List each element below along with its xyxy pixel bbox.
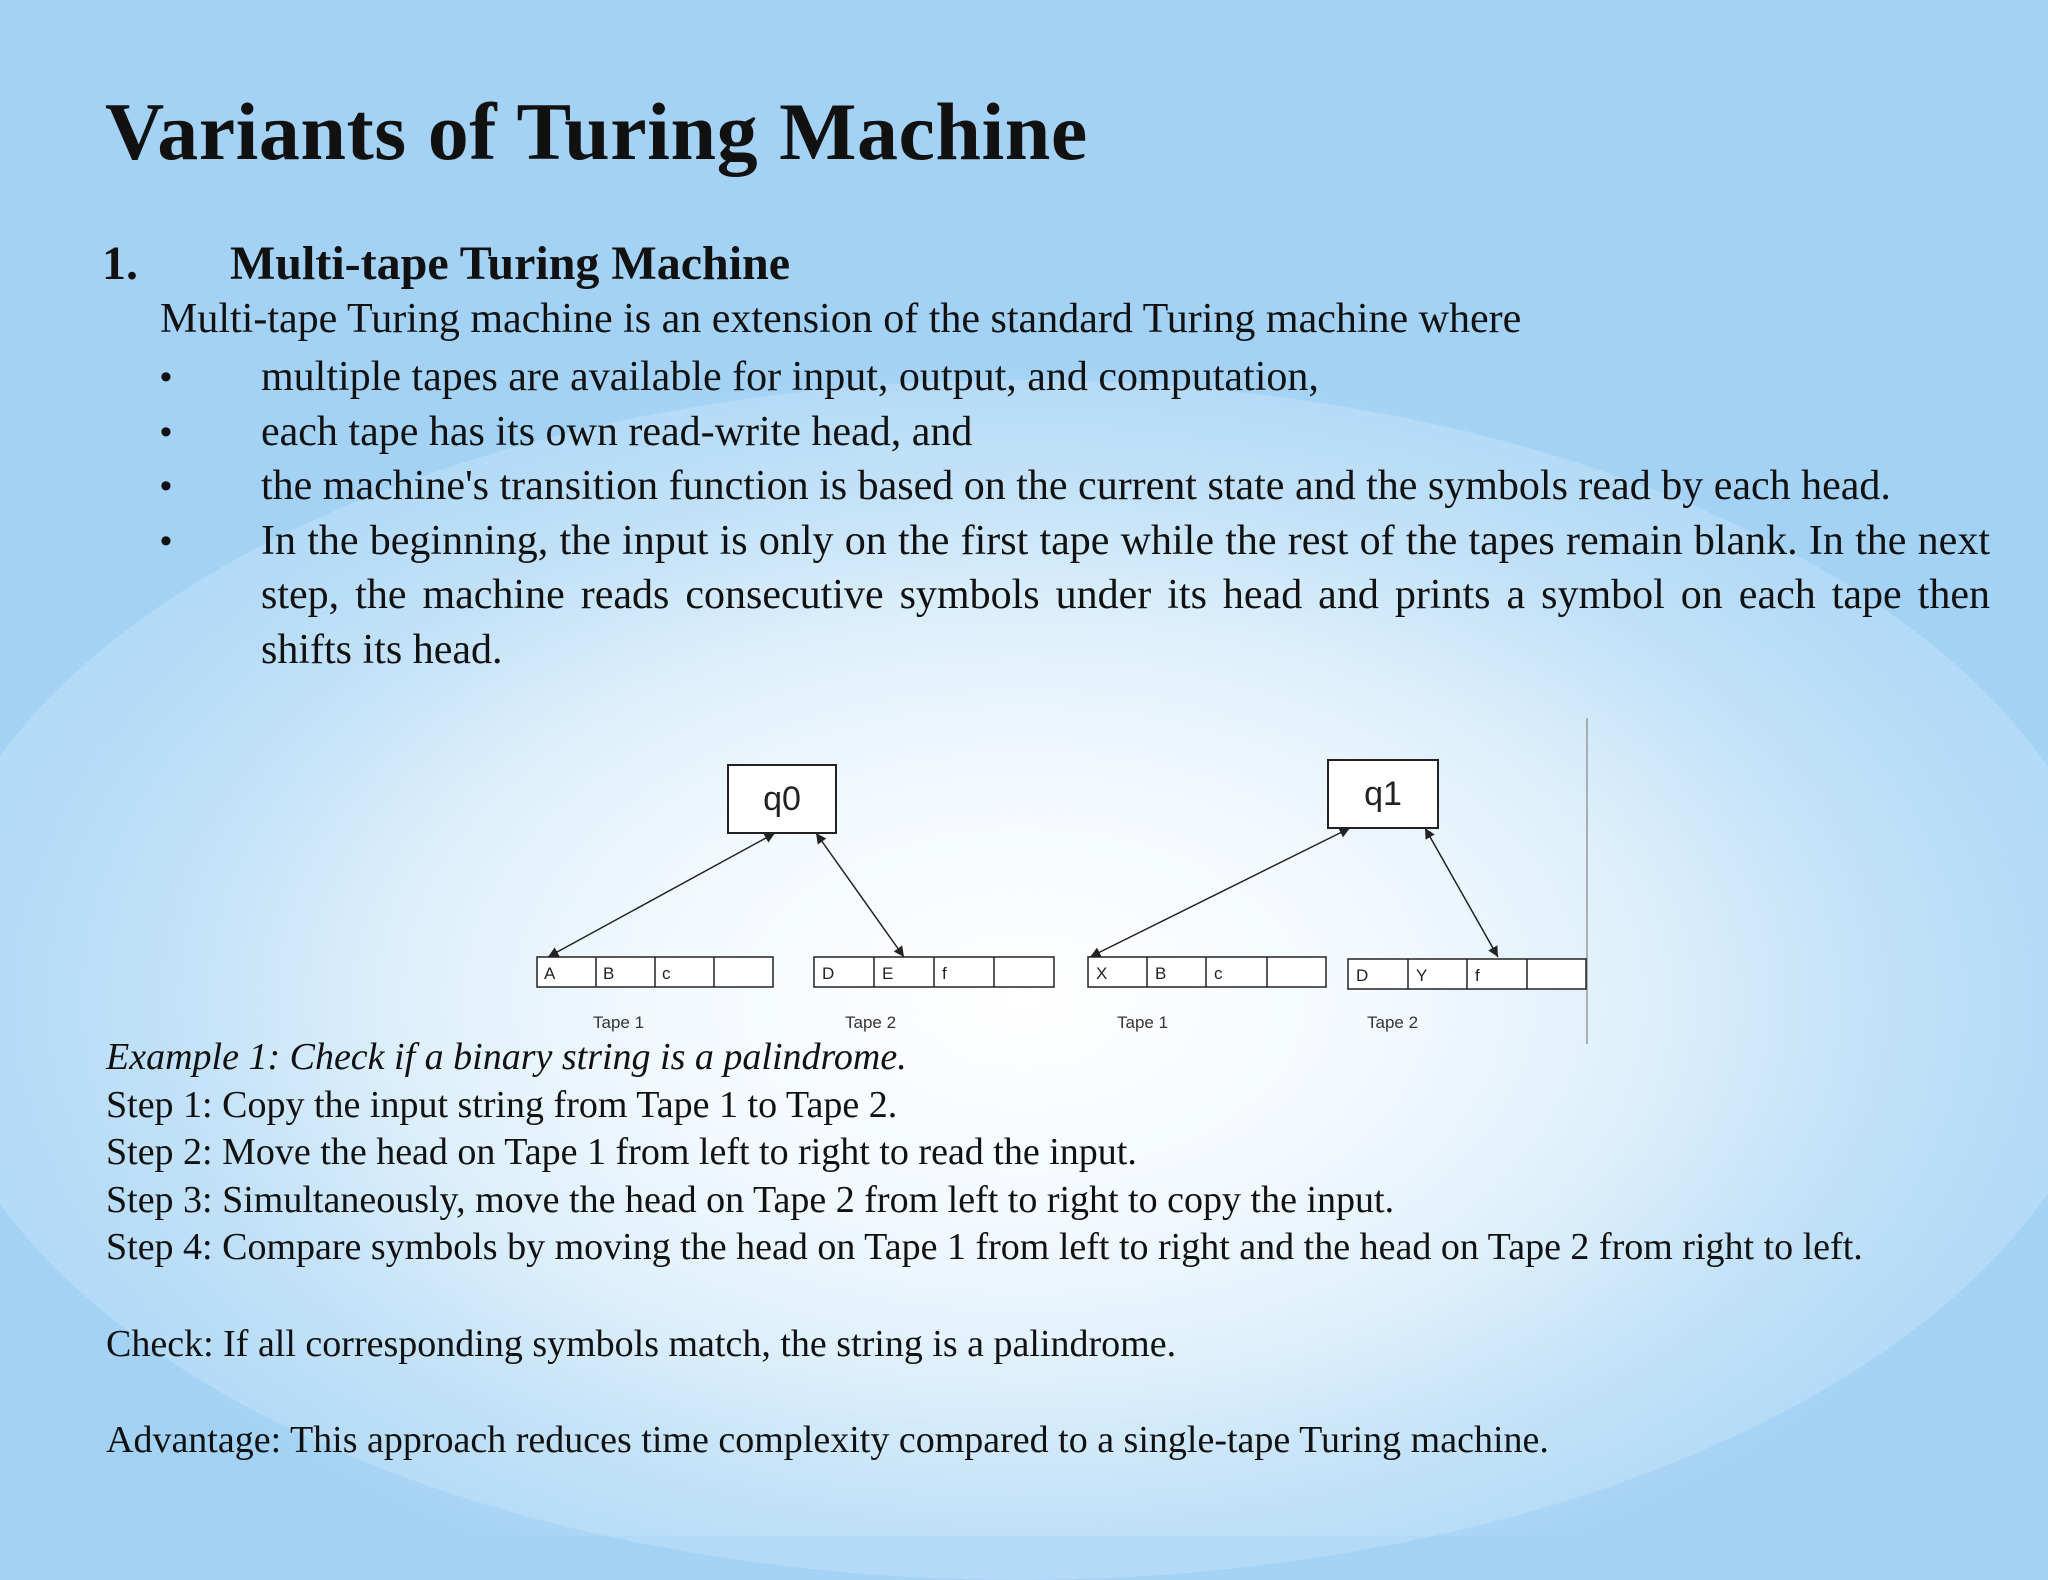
section-number: 1.: [102, 237, 138, 290]
head-arrow: [1424, 827, 1499, 958]
slide-title: Variants of Turing Machine: [105, 86, 1088, 177]
bullet-icon: •: [160, 412, 172, 451]
bullet-list: • multiple tapes are available for input…: [160, 350, 1990, 677]
tape-cell: A: [544, 964, 556, 983]
head-arrow: [815, 832, 905, 958]
bullet-icon: •: [160, 521, 172, 560]
tape-cell: B: [1155, 964, 1166, 983]
section-heading: Multi-tape Turing Machine: [230, 237, 791, 290]
tape-cell: D: [822, 964, 834, 983]
bullet-text: each tape has its own read-write head, a…: [261, 408, 973, 455]
bullet-item: • In the beginning, the input is only on…: [160, 514, 1990, 678]
check-text: Check: If all corresponding symbols matc…: [106, 1323, 1177, 1365]
head-arrow: [1089, 827, 1351, 958]
tape-cell: Y: [1416, 966, 1427, 985]
tape-cell: E: [882, 964, 893, 983]
bullet-text: In the beginning, the input is only on t…: [261, 517, 1990, 673]
state-q0: q0: [727, 764, 837, 834]
tape-right-2: D Y f: [1347, 958, 1587, 990]
example-step: Step 4: Compare symbols by moving the he…: [106, 1226, 1863, 1269]
bullet-icon: •: [160, 358, 172, 396]
tape-cell: X: [1096, 964, 1107, 983]
tape-cell: B: [603, 964, 614, 983]
tape-left-2: D E f: [813, 956, 1055, 988]
tape-cell: f: [942, 964, 947, 983]
tape-cell: f: [1475, 966, 1480, 985]
tape-label: Tape 2: [1367, 1013, 1418, 1032]
head-arrow: [547, 832, 776, 958]
tape-label: Tape 2: [845, 1013, 896, 1032]
advantage-text: Advantage: This approach reduces time co…: [106, 1419, 1549, 1461]
tape-label: Tape 1: [1117, 1013, 1168, 1032]
example-block: Example 1: Check if a binary string is a…: [106, 1034, 1863, 1272]
state-q0-label: q0: [763, 780, 801, 818]
example-title: Example 1: Check if a binary string is a…: [106, 1036, 907, 1078]
tape-label: Tape 1: [593, 1013, 644, 1032]
bullet-text: the machine's transition function is bas…: [261, 463, 1891, 509]
example-step: Step 2: Move the head on Tape 1 from lef…: [106, 1131, 1137, 1174]
tape-cell: c: [1214, 964, 1223, 983]
tape-cell: D: [1356, 966, 1368, 985]
example-step: Step 1: Copy the input string from Tape …: [106, 1083, 898, 1126]
bullet-item: • the machine's transition function is b…: [160, 459, 1990, 514]
tape-cell: c: [662, 964, 671, 983]
example-step: Step 3: Simultaneously, move the head on…: [106, 1178, 1395, 1221]
bullet-icon: •: [160, 467, 172, 505]
state-q1-label: q1: [1364, 775, 1402, 813]
tape-left-1: A B c: [536, 956, 774, 988]
bullet-item: • each tape has its own read-write head,…: [160, 405, 1990, 460]
tape-right-1: X B c: [1087, 956, 1327, 988]
bullet-text: multiple tapes are available for input, …: [261, 354, 1319, 400]
multi-tape-diagram: q0 q1 A B c Tape 1 D: [520, 710, 1600, 1050]
state-q1: q1: [1327, 759, 1439, 829]
section-intro: Multi-tape Turing machine is an extensio…: [160, 296, 1522, 342]
bullet-item: • multiple tapes are available for input…: [160, 350, 1990, 405]
